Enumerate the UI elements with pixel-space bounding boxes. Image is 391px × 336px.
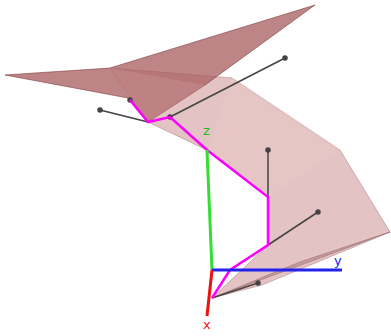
rulings [98, 56, 320, 298]
axis-label: z [203, 124, 210, 137]
magenta-path [130, 100, 268, 298]
inner-surface [207, 78, 340, 197]
axes [207, 150, 342, 316]
top-surface [5, 5, 315, 122]
top-fold [110, 68, 205, 122]
axis-label: y [334, 254, 342, 267]
light-surface [110, 68, 390, 298]
axis-label: x [203, 318, 211, 331]
surfaces [5, 5, 390, 298]
